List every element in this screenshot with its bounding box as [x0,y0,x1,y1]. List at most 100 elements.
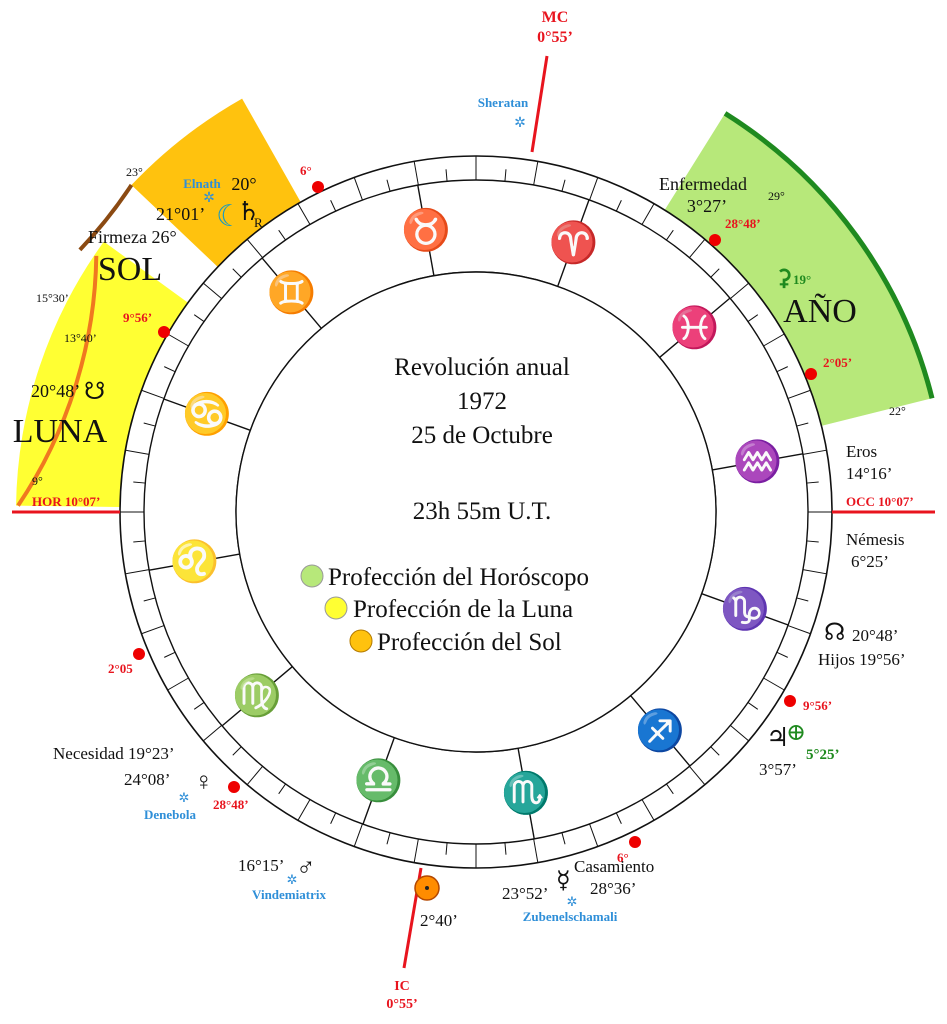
star-icon: ✲ [514,116,526,131]
cusp-label: 6° [617,850,629,865]
degree-tick [710,746,720,756]
degree-tick [246,238,263,258]
fortune-degree: 5°25’ [806,747,840,763]
degree-tick [561,179,566,192]
degree-tick [615,812,622,824]
degree-tick [353,823,363,847]
degree-tick [246,766,263,786]
sign-divider [261,257,322,329]
legend: Profección del Horóscopo Profección de l… [300,564,589,656]
degree-tick [278,229,286,241]
capricorn-icon: ♑ [720,585,770,631]
luna-start: 13°40’ [64,331,97,345]
star-icon: ✲ [203,191,215,206]
degree-tick [787,389,811,399]
degree-tick [641,799,655,821]
degree-tick [533,161,539,186]
degree-tick [164,651,176,658]
sagittarius-icon: ♐ [635,707,685,753]
star-sheratan: Sheratan [478,95,529,110]
degree-tick [806,481,819,484]
degree-tick [533,838,539,863]
degree-tick [143,422,156,427]
degree-tick [330,200,337,212]
cusp-dot [805,368,817,380]
luna-label: LUNA [13,413,108,450]
degree-tick [413,838,419,863]
cusp-dot [629,836,641,848]
degree-tick [641,203,655,225]
node-right-degree: 20°48’ [852,626,898,645]
center-date: 25 de Octubre [411,422,553,449]
degree-tick [143,597,156,602]
star-elnath: Elnath [183,176,221,191]
degree-tick [787,625,811,635]
proserpina-icon: ⚳ [776,265,792,290]
sign-divider [517,748,535,839]
mc-label: MC [542,9,569,26]
degree-tick [445,169,448,182]
degree-tick [167,677,189,691]
degree-tick [730,282,750,299]
degree-tick [763,333,785,347]
cusp-dot [133,648,145,660]
cusp-dot [709,234,721,246]
hor-label: HOR 10°07’ [32,494,100,509]
sol-label: SOL [98,251,162,288]
luna-end: 9° [32,474,43,488]
degree-tick [802,569,827,575]
star-denebola: Denebola [144,807,197,822]
cusp-dot [228,781,240,793]
degree-tick [710,268,720,278]
center-info: Revolución anual 1972 25 de Octubre 23h … [394,354,570,525]
degree-tick [353,177,363,201]
sign-divider [163,398,251,431]
degree-tick [796,597,809,602]
retrograde-mark: R [254,215,263,230]
cusp-dot [158,326,170,338]
degree-tick [802,449,827,455]
taurus-icon: ♉ [401,206,451,252]
sign-glyphs: ♉♈♓♒♑♐♏♎♍♌♋♊ [170,206,783,815]
degree-tick [386,832,391,845]
cusp-label: 28°48’ [213,797,249,812]
degree-tick [666,783,674,795]
degree-tick [133,481,146,484]
scorpio-icon: ♏ [501,770,551,816]
sign-divider [149,553,240,571]
fortune-icon: ⊕ [786,720,806,746]
degree-tick [386,179,391,192]
node-left-degree: 20°48’ [31,381,80,401]
venus-icon: ♀ [194,767,214,796]
sol-start: 23° [126,165,143,179]
star-zubenelschamali: Zubenelschamali [523,909,618,924]
sol-end: 15°30’ [36,291,69,305]
venus-degree: 24°08’ [124,770,170,789]
degree-tick [297,203,311,225]
degree-tick [730,725,750,742]
sector-sol-rim [78,183,134,252]
mars-degree: 16°15’ [238,856,284,875]
cusp-markers: 28°48’ 2°05’ 9°56’ 6° 2°05 28°48’ 6° 9°5… [108,163,852,865]
degree-tick [232,746,242,756]
nemesis-degree: 6°25’ [851,552,889,571]
ic-label: IC [394,979,410,994]
cusp-dot [784,695,796,707]
sector-ano [656,113,933,430]
ano-planet-deg: 19° [793,272,811,287]
sun-icon [414,875,440,901]
aquarius-icon: ♒ [733,438,783,484]
enfermedad-label: Enfermedad [659,174,747,194]
mars-icon: ♂ [296,853,316,882]
degree-tick [763,677,785,691]
degree-tick [504,842,507,855]
gemini-icon: ♊ [267,269,317,315]
degree-tick [193,702,205,710]
sign-divider [630,695,691,767]
degree-tick [689,766,706,786]
ano-end: 22° [889,404,906,418]
saturn-moon-degree: 21°01’ [156,204,205,224]
sign-divider [417,185,435,276]
degree-tick [445,842,448,855]
degree-tick [202,282,222,299]
